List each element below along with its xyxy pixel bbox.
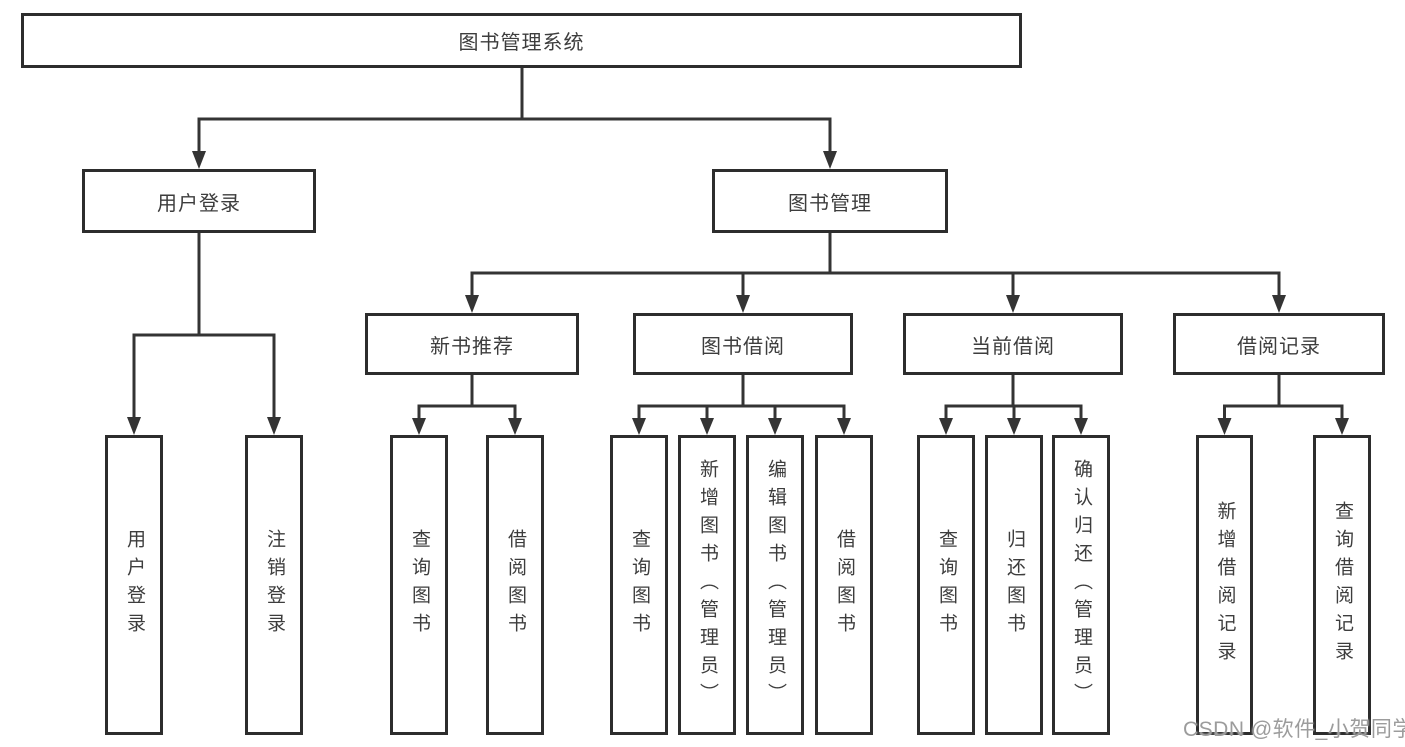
leaf-query-books-borrow-label: 查询图书 [628, 529, 650, 641]
leaf-add-borrow-record-label: 新增借阅记录 [1214, 501, 1236, 669]
leaf-query-borrow-record-label: 查询借阅记录 [1331, 501, 1353, 669]
node-book-borrow-label: 图书借阅 [701, 335, 785, 358]
leaf-edit-book-admin: 编辑图书（管理员） [746, 435, 804, 735]
node-root-label: 图书管理系统 [458, 32, 585, 54]
watermark-csdn: CSDN @软件_小贺同学 [1183, 718, 1405, 741]
leaf-logout: 注销登录 [245, 435, 303, 735]
node-book-management-label: 图书管理 [788, 192, 872, 215]
leaf-query-books-current: 查询图书 [917, 435, 975, 735]
leaf-user-login: 用户登录 [105, 435, 163, 735]
leaf-query-books-borrow: 查询图书 [610, 435, 668, 735]
leaf-logout-label: 注销登录 [263, 529, 285, 641]
node-current-borrow: 当前借阅 [903, 313, 1123, 375]
leaf-borrow-books-label: 借阅图书 [833, 529, 855, 641]
leaf-query-books-recommend-label: 查询图书 [408, 529, 430, 641]
node-user-login-label: 用户登录 [157, 192, 241, 215]
node-new-book-recommend: 新书推荐 [365, 313, 579, 375]
node-new-book-recommend-label: 新书推荐 [430, 335, 514, 358]
node-borrow-record-label: 借阅记录 [1237, 335, 1321, 358]
leaf-add-book-admin: 新增图书（管理员） [678, 435, 736, 735]
leaf-query-borrow-record: 查询借阅记录 [1313, 435, 1371, 735]
leaf-confirm-return-admin-label: 确认归还（管理员） [1070, 459, 1092, 711]
leaf-borrow-books-recommend-label: 借阅图书 [504, 529, 526, 641]
leaf-add-book-admin-label: 新增图书（管理员） [696, 459, 718, 711]
leaf-query-books-current-label: 查询图书 [935, 529, 957, 641]
node-current-borrow-label: 当前借阅 [971, 335, 1055, 358]
leaf-return-book-label: 归还图书 [1003, 529, 1025, 641]
node-root: 图书管理系统 [21, 13, 1022, 68]
node-book-management: 图书管理 [712, 169, 948, 233]
leaf-borrow-books-recommend: 借阅图书 [486, 435, 544, 735]
node-user-login: 用户登录 [82, 169, 316, 233]
leaf-query-books-recommend: 查询图书 [390, 435, 448, 735]
leaf-return-book: 归还图书 [985, 435, 1043, 735]
node-borrow-record: 借阅记录 [1173, 313, 1385, 375]
leaf-edit-book-admin-label: 编辑图书（管理员） [764, 459, 786, 711]
leaf-borrow-books: 借阅图书 [815, 435, 873, 735]
leaf-user-login-label: 用户登录 [123, 529, 145, 641]
node-book-borrow: 图书借阅 [633, 313, 853, 375]
leaf-add-borrow-record: 新增借阅记录 [1196, 435, 1253, 735]
leaf-confirm-return-admin: 确认归还（管理员） [1052, 435, 1110, 735]
